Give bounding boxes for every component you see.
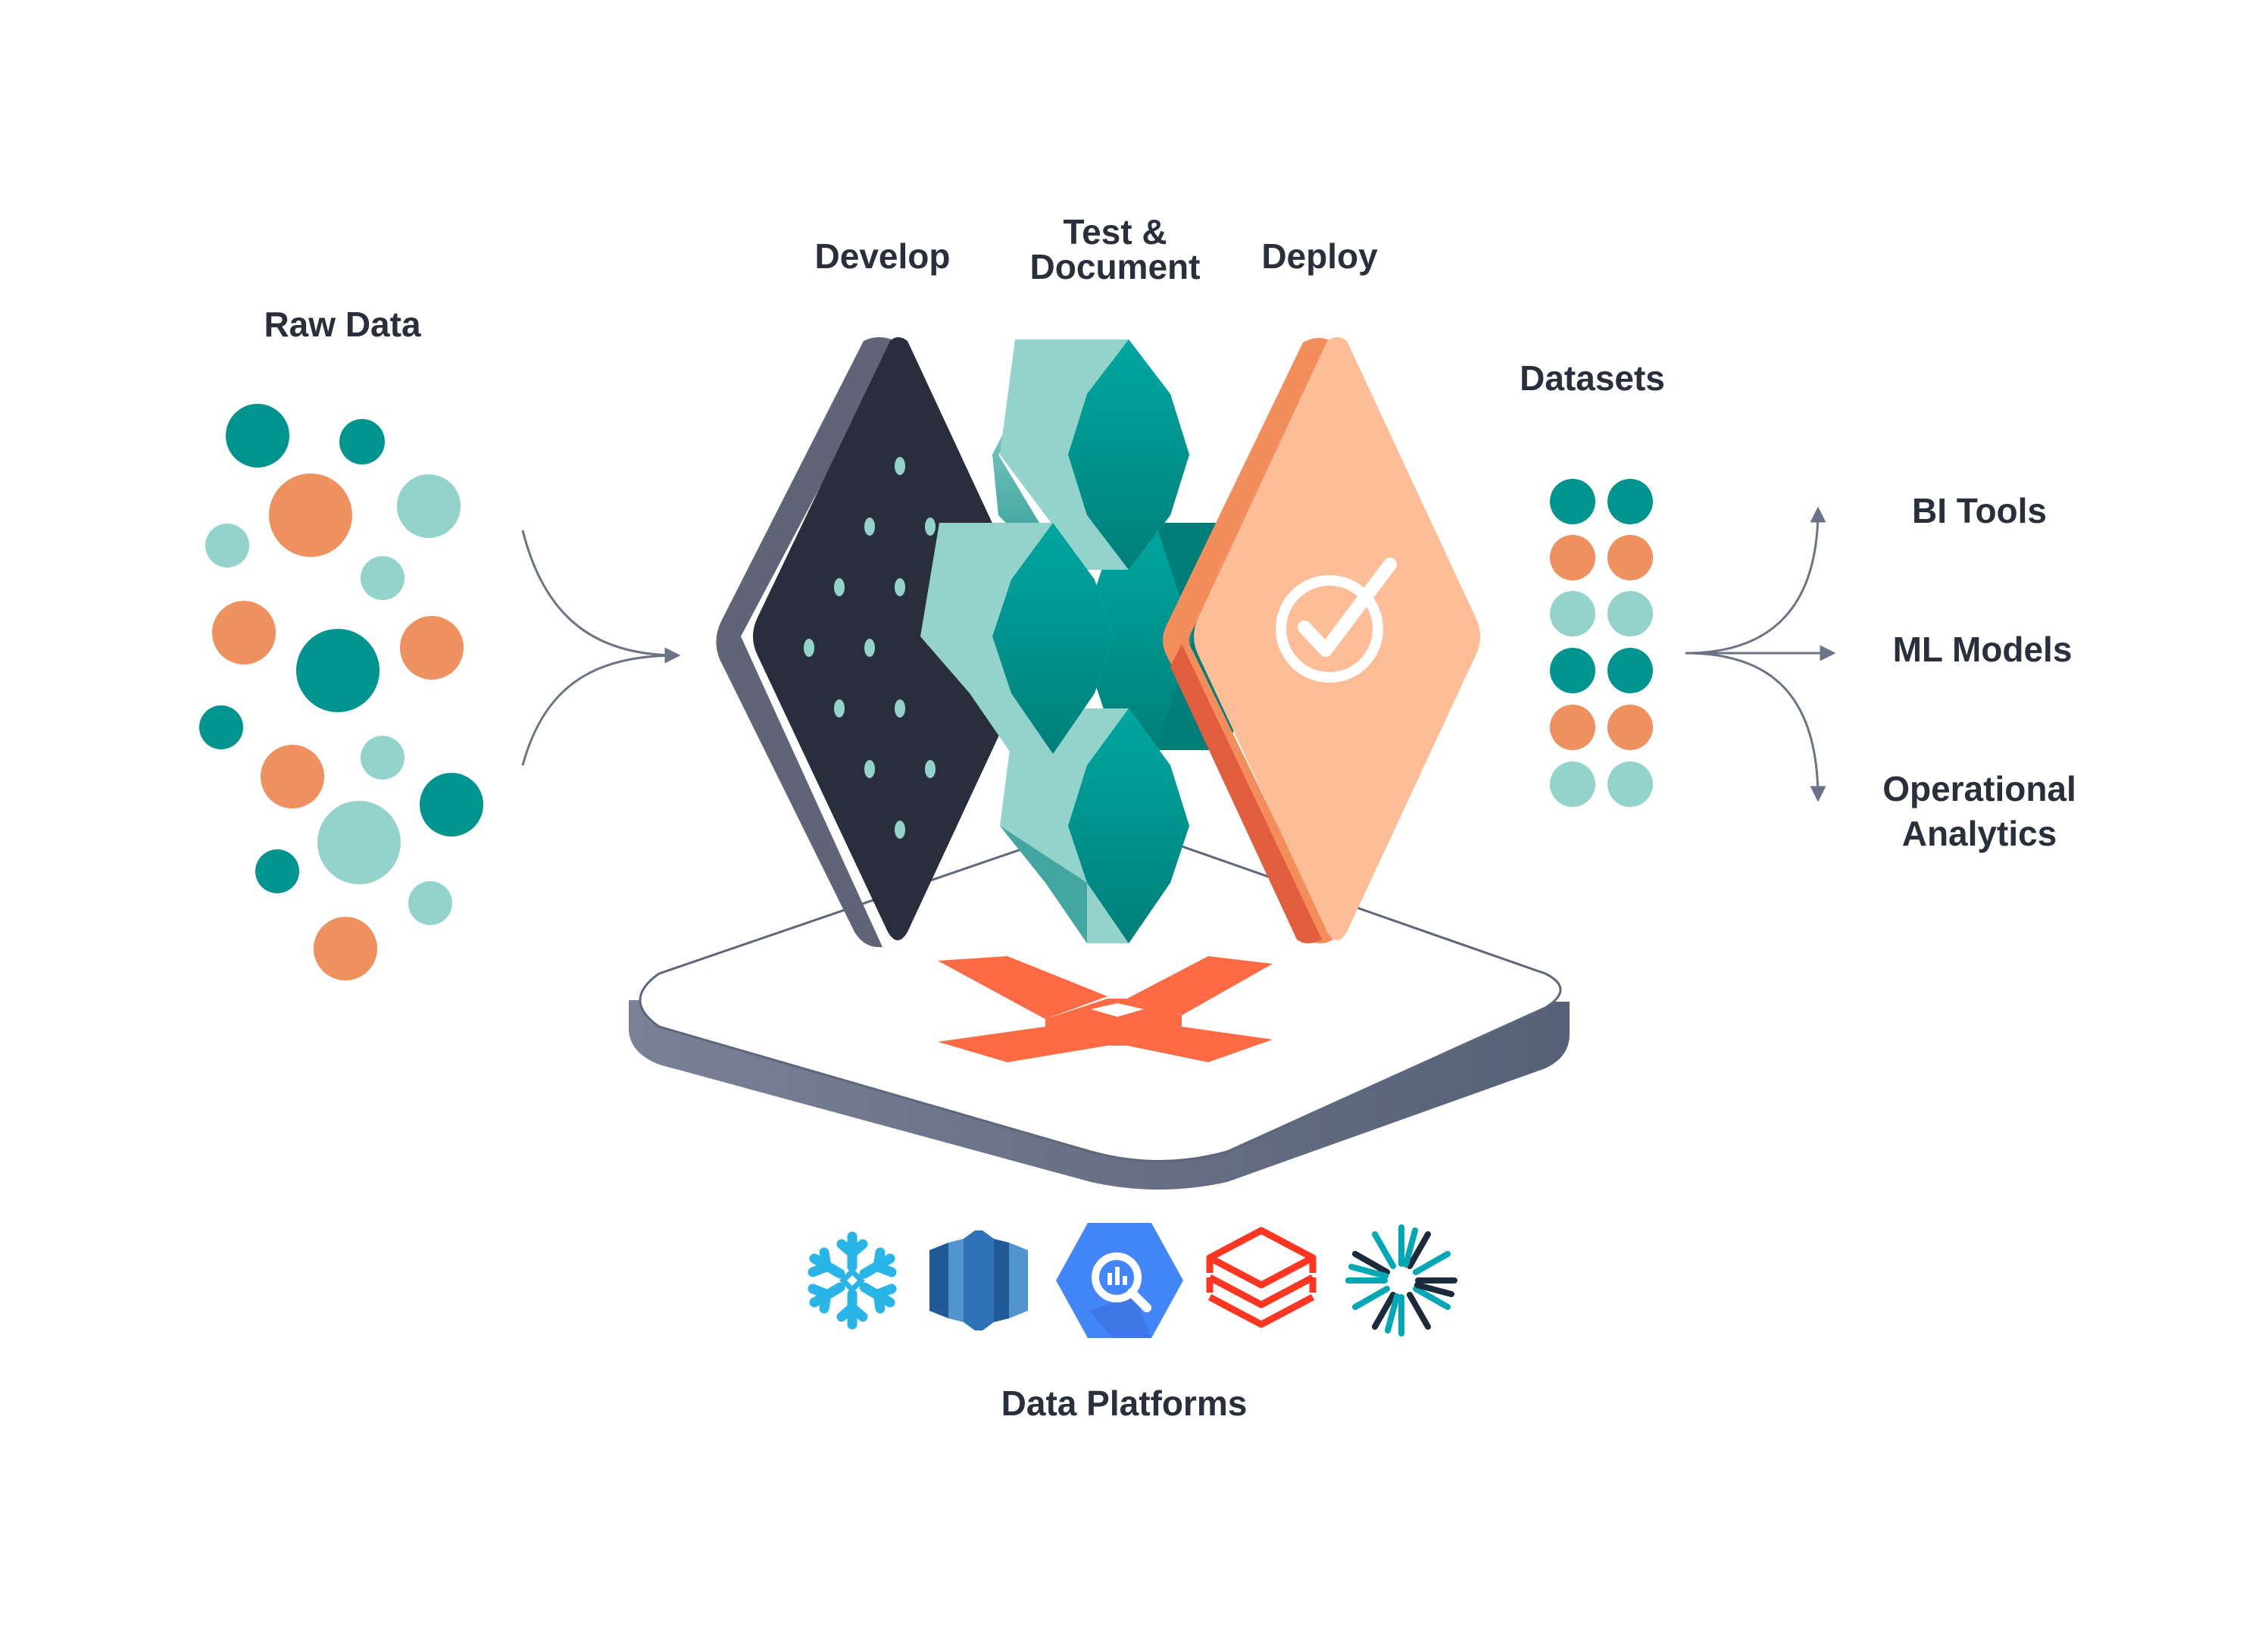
test-block-top: [992, 339, 1189, 570]
raw-dot: [226, 404, 289, 467]
deploy-block-side-shade: [1170, 644, 1322, 943]
develop-block: [716, 337, 1041, 947]
test-document-blocks: [992, 339, 1265, 943]
snowflake-icon: [808, 1231, 897, 1330]
develop-block-side: [716, 337, 895, 947]
raw-dot: [205, 524, 249, 567]
input-arrows: [521, 530, 681, 766]
dataset-dot: [1550, 479, 1595, 524]
operational-label-line2: Analytics: [1902, 814, 2057, 853]
dataset-dot: [1550, 761, 1595, 807]
test-block-front: [920, 523, 1114, 754]
data-platform-icons: [808, 1223, 1457, 1338]
raw-data-label: Raw Data: [264, 305, 420, 344]
dataset-dot: [1550, 535, 1595, 580]
develop-label: Develop: [815, 236, 951, 276]
input-arrow-upper: [521, 530, 679, 657]
dataset-dot: [1607, 705, 1653, 750]
dataset-dot: [1550, 591, 1595, 636]
deploy-block-side: [1163, 338, 1333, 943]
test-label-line2: Document: [1030, 247, 1201, 286]
dataset-dot: [1607, 535, 1653, 580]
output-arrow-bi: [1685, 506, 1826, 655]
raw-dot: [317, 801, 401, 884]
raw-dot: [269, 474, 352, 557]
raw-dot: [361, 556, 405, 600]
raw-dot: [361, 736, 405, 780]
dbt-logo: [938, 956, 1273, 1062]
dataset-dot: [1607, 591, 1653, 636]
bi-tools-label: BI Tools: [1912, 491, 2047, 530]
develop-block-face: [753, 337, 1041, 940]
raw-dot: [420, 773, 483, 836]
raw-data-dots: [199, 404, 483, 980]
output-arrow-ops: [1685, 652, 1826, 802]
raw-dot: [400, 616, 464, 680]
raw-dot: [199, 705, 243, 749]
bigquery-icon: [1056, 1223, 1183, 1338]
raw-dot: [296, 629, 380, 712]
ml-models-label: ML Models: [1893, 630, 2073, 669]
raw-dot: [339, 419, 385, 464]
dataset-dot: [1550, 648, 1595, 693]
dataset-dot: [1550, 705, 1595, 750]
datasets-grid: [1550, 479, 1653, 807]
raw-dot: [397, 474, 461, 538]
raw-dot: [255, 849, 299, 893]
databricks-icon: [1206, 1227, 1317, 1328]
operational-label-line1: Operational: [1882, 769, 2076, 808]
dataset-dot: [1607, 648, 1653, 693]
develop-dots: [804, 457, 936, 839]
test-label-line1: Test &: [1063, 212, 1167, 252]
starburst-icon: [1345, 1224, 1457, 1337]
raw-dot: [408, 881, 452, 925]
raw-dot: [212, 601, 276, 664]
input-arrow-lower: [521, 647, 681, 766]
raw-dot: [314, 917, 377, 980]
deploy-block: [1163, 337, 1480, 943]
raw-dot: [261, 745, 324, 808]
deploy-label: Deploy: [1261, 236, 1378, 276]
dataset-dot: [1607, 761, 1653, 807]
checkmark-icon: [1276, 558, 1397, 683]
dataset-dot: [1607, 479, 1653, 524]
datasets-label: Datasets: [1520, 358, 1665, 398]
redshift-icon: [929, 1230, 1028, 1330]
output-arrows: [1685, 506, 1836, 802]
test-block-bottom: [1000, 708, 1189, 943]
data-platforms-label: Data Platforms: [1001, 1384, 1248, 1423]
